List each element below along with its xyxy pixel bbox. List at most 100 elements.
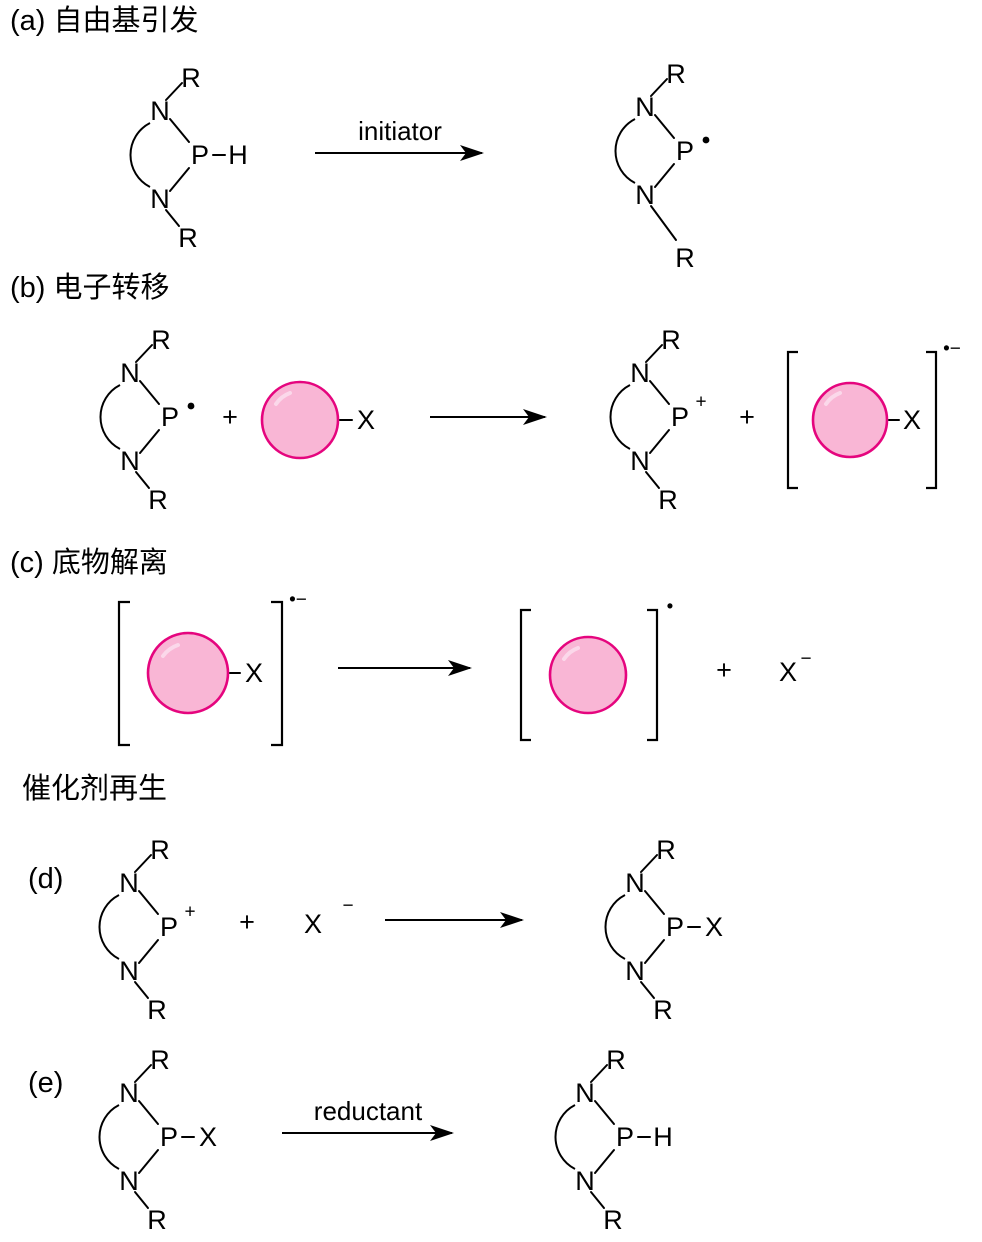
plus-sign: + [239, 907, 255, 937]
bond-n-r-top [645, 344, 663, 363]
bracket-right [926, 350, 938, 490]
plus-charge: + [695, 392, 706, 413]
ring-arc [99, 384, 121, 450]
section-a-label: (a) 自由基引发 [10, 4, 199, 37]
bond-n-r-top [590, 1064, 608, 1083]
bond-n-p [644, 890, 665, 915]
atom-n-top: N [630, 358, 650, 388]
bracket-right [647, 608, 659, 742]
atom-p: P [676, 136, 694, 166]
atom-r-top: R [151, 325, 171, 355]
atom-r-bottom: R [147, 995, 167, 1025]
atom-r-top: R [181, 63, 201, 93]
bracket-left [117, 600, 130, 747]
bond-p-n [138, 939, 159, 964]
structure-aminophosphine-PH: R N P N R H [129, 63, 248, 253]
atom-n-top: N [119, 1078, 139, 1108]
bond-n-r-bottom [135, 471, 150, 489]
atom-n-bottom: N [119, 956, 139, 986]
atom-r-bottom: R [603, 1205, 623, 1235]
bond-p-n [139, 429, 160, 454]
bracket-right [271, 600, 284, 747]
atom-p: P [161, 402, 179, 432]
bond-n-p [649, 380, 670, 405]
minus-charge: − [800, 649, 811, 670]
substrate-body [811, 381, 889, 459]
atom-x: X [199, 1122, 217, 1152]
atom-x: X [779, 657, 797, 687]
atom-p: P [160, 912, 178, 942]
structure-aminophosphine-PX: R N P N R X [604, 835, 723, 1025]
atom-n-bottom: N [150, 184, 170, 214]
atom-p: P [191, 140, 209, 170]
substrate-radical-anion: X •− [786, 339, 961, 490]
plus-sign: + [716, 655, 732, 685]
substrate-body [260, 380, 340, 460]
atom-n-bottom: N [120, 446, 140, 476]
bracket-left [519, 608, 531, 742]
reaction-arrow-a: initiator [315, 116, 484, 161]
atom-x: X [903, 405, 921, 435]
bond-n-p [654, 114, 675, 139]
atom-p: P [616, 1122, 634, 1152]
structure-aminophosphine-cation: R N P N R + [609, 325, 707, 515]
atom-x: X [357, 405, 375, 435]
atom-n-bottom: N [630, 446, 650, 476]
substrate-highlight [824, 391, 842, 406]
bond-n-r-bottom [645, 471, 660, 489]
substrate-highlight [274, 391, 292, 406]
bond-n-r-bottom [640, 981, 655, 999]
atom-n-bottom: N [119, 1166, 139, 1196]
ring-arc [98, 1104, 120, 1170]
bond-n-r-bottom [165, 209, 180, 227]
atom-n-top: N [575, 1078, 595, 1108]
radical-anion-charge: •− [289, 590, 307, 611]
atom-r-top: R [666, 59, 686, 89]
arrow-label-initiator: initiator [358, 116, 442, 146]
atom-p: P [666, 912, 684, 942]
atom-r-top: R [150, 1045, 170, 1075]
atom-n-bottom: N [635, 180, 655, 210]
structure-aminophosphine-radical: R N P N R [99, 325, 195, 515]
bond-n-p [138, 1100, 159, 1125]
atom-p: P [160, 1122, 178, 1152]
plus-charge: + [184, 902, 195, 923]
substrate-radical: • [519, 597, 674, 742]
atom-r-bottom: R [148, 485, 168, 515]
atom-n-bottom: N [625, 956, 645, 986]
atom-n-top: N [119, 868, 139, 898]
atom-x: X [304, 909, 322, 939]
bond-p-n [594, 1149, 615, 1174]
atom-r-bottom: R [147, 1205, 167, 1235]
structure-aminophosphine-PX: R N P N R X [98, 1045, 217, 1235]
atom-r-top: R [150, 835, 170, 865]
bond-n-p [138, 890, 159, 915]
substrate-circle-x: X [260, 380, 375, 460]
section-c-label: (c) 底物解离 [10, 546, 168, 579]
atom-n-top: N [120, 358, 140, 388]
radical-charge: • [667, 597, 674, 618]
radical-anion-charge: •− [943, 339, 961, 360]
arrow-label-reductant: reductant [314, 1096, 423, 1126]
radical-dot [187, 402, 195, 410]
bond-n-p [169, 118, 190, 143]
atom-n-bottom: N [575, 1166, 595, 1196]
bond-p-n [654, 163, 675, 188]
ring-arc [614, 118, 636, 184]
atom-n-top: N [635, 92, 655, 122]
ring-arc [609, 384, 631, 450]
ring-arc [129, 122, 151, 188]
bond-n-r-top [640, 854, 658, 873]
ring-arc [98, 894, 120, 960]
section-e-label: (e) [28, 1067, 63, 1099]
halide-anion: X − [304, 896, 354, 940]
atom-h: H [653, 1122, 673, 1152]
atom-h: H [228, 140, 248, 170]
ring-arc [554, 1104, 576, 1170]
atom-r-top: R [656, 835, 676, 865]
bracket-left [786, 350, 798, 490]
plus-sign: + [739, 402, 755, 432]
bond-p-n [169, 167, 190, 192]
